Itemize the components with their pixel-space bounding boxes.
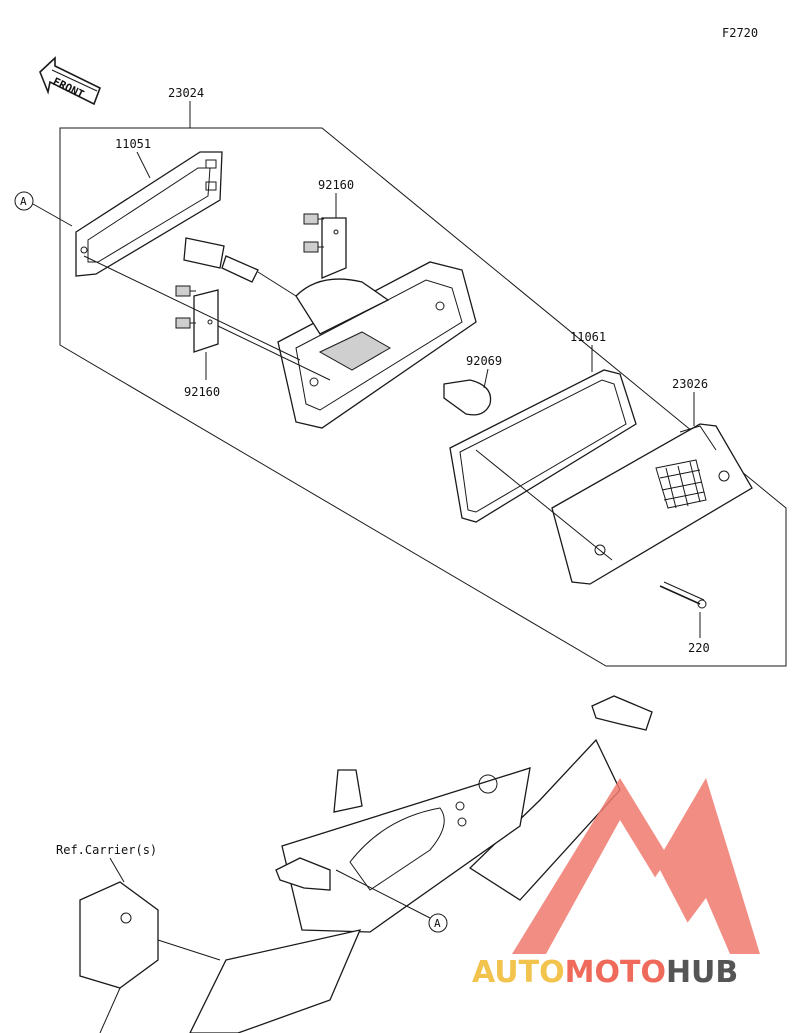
socket-lower	[175, 285, 219, 353]
lens	[551, 423, 753, 585]
gasket-top	[75, 151, 223, 277]
screw	[659, 581, 707, 609]
gasket-lens	[449, 369, 637, 523]
socket-upper	[303, 213, 347, 279]
bulb	[443, 379, 492, 416]
callout-a-bottom: A	[335, 869, 448, 933]
watermark-logo-icon	[512, 778, 760, 954]
carrier-frame	[79, 695, 653, 1033]
ref-carrier-label: Ref.Carrier(s)	[56, 843, 157, 857]
svg-text:A: A	[20, 195, 27, 208]
label-socket-lower: 92160	[184, 385, 220, 399]
label-bulb: 92069	[466, 354, 502, 368]
label-socket-upper: 92160	[318, 178, 354, 192]
label-gasket-lens: 11061	[570, 330, 606, 344]
lamp-housing	[277, 261, 477, 429]
watermark-text: AUTOMOTOHUB	[472, 955, 738, 990]
assembly-outline	[59, 127, 787, 667]
wiring-connector	[183, 237, 297, 297]
front-arrow-icon: FRONT	[39, 56, 102, 106]
label-lens: 23026	[672, 377, 708, 391]
label-screw: 220	[688, 641, 710, 655]
label-gasket-top: 11051	[115, 137, 151, 151]
diagram-code: F2720	[722, 26, 758, 40]
callout-a-top: A	[14, 191, 73, 227]
label-assembly: 23024	[168, 86, 204, 100]
svg-text:A: A	[434, 917, 441, 930]
